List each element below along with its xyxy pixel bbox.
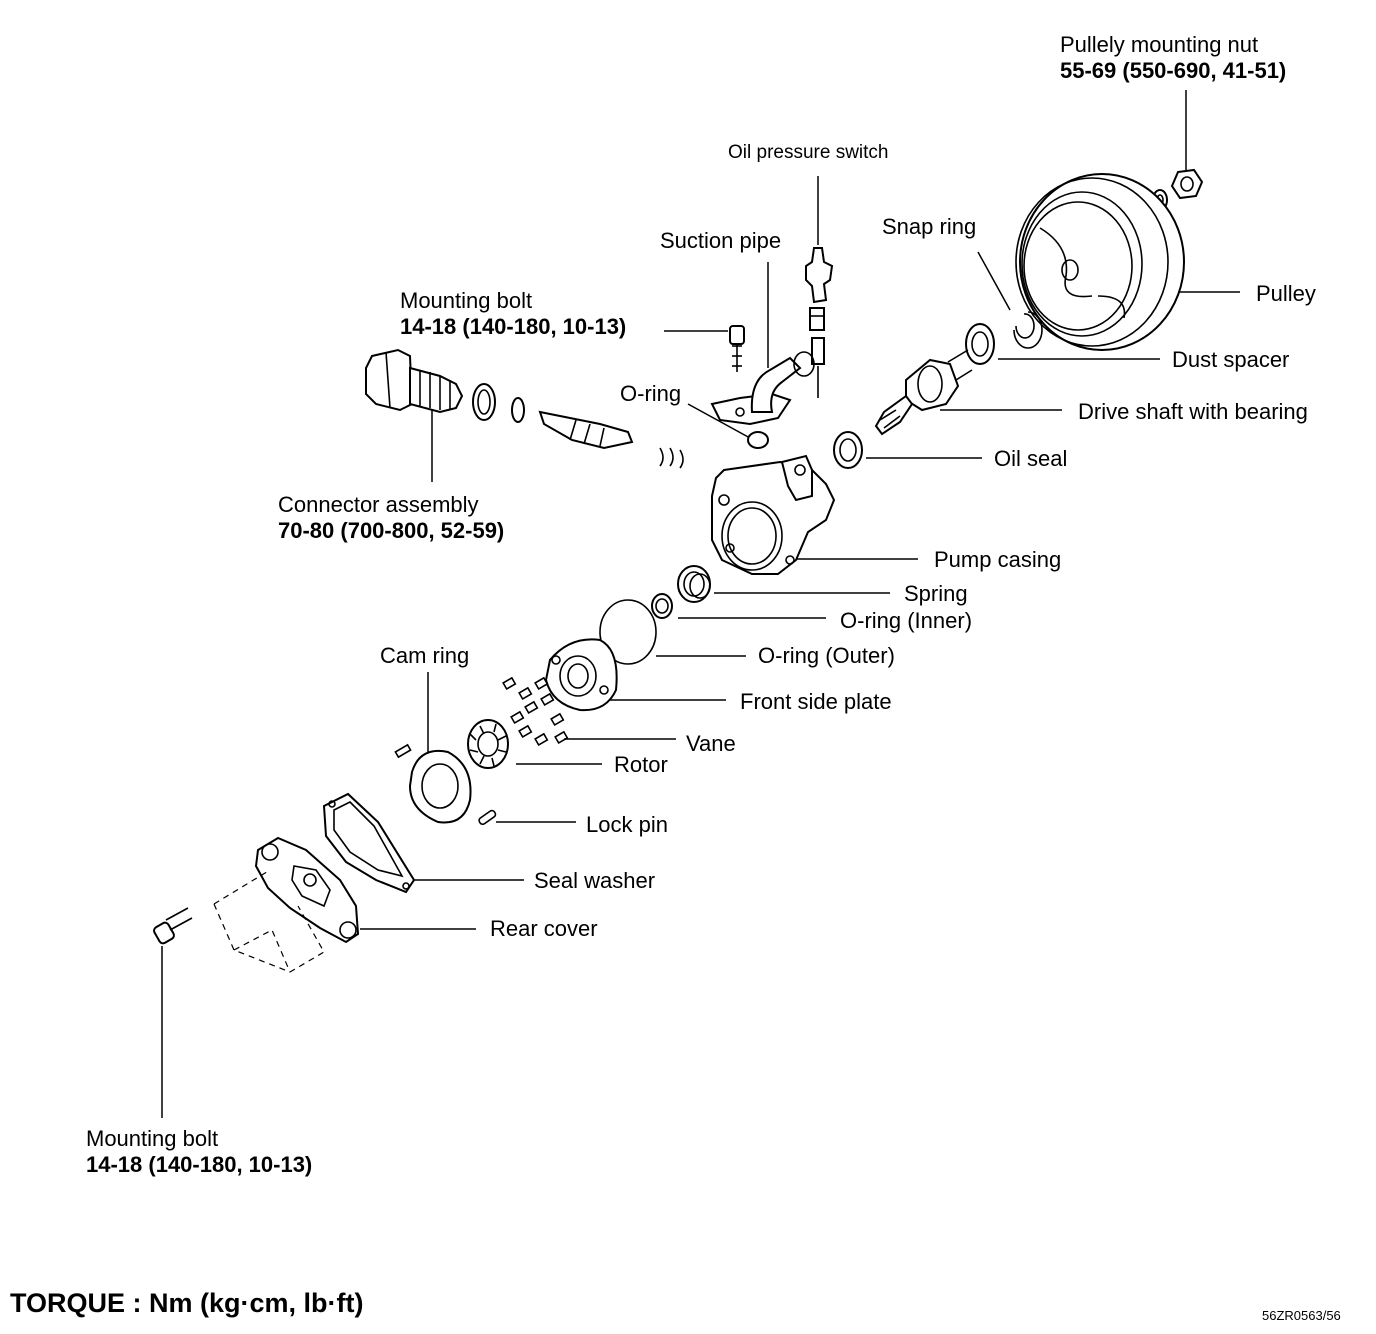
label-text: Front side plate	[740, 689, 892, 714]
o-ring-outer-part	[599, 599, 657, 665]
label-text: Cam ring	[380, 643, 470, 668]
label-front-side-plate: Front side plate	[740, 689, 892, 715]
connector-assembly-part	[365, 348, 684, 469]
dust-spacer-part	[965, 323, 995, 365]
label-text: Drive shaft with bearing	[1078, 399, 1308, 424]
o-ring-inner-part	[651, 593, 673, 619]
torque-value: 55-69 (550-690, 41-51)	[1060, 58, 1287, 83]
rotor-part	[467, 719, 509, 769]
label-text: Seal washer	[534, 868, 656, 893]
oil-seal-part	[833, 431, 863, 469]
label-drive-shaft: Drive shaft with bearing	[1078, 399, 1308, 425]
label-snap-ring: Snap ring	[882, 214, 976, 240]
label-vane: Vane	[686, 731, 736, 757]
pulley-part	[1015, 173, 1185, 351]
label-text: Pulley	[1256, 281, 1316, 306]
front-side-plate-part	[544, 638, 618, 712]
label-text: Lock pin	[586, 812, 668, 837]
o-ring-part	[747, 431, 769, 449]
oil-pressure-switch-part	[805, 247, 834, 398]
spring-part	[677, 565, 711, 603]
label-text: Pump casing	[934, 547, 1062, 572]
mounting-bolt-top-part	[729, 325, 745, 372]
label-o-ring-outer: O-ring (Outer)	[758, 643, 895, 669]
leader-lines	[161, 90, 1240, 1118]
label-text: Oil pressure switch	[728, 142, 889, 163]
label-dust-spacer: Dust spacer	[1172, 347, 1289, 373]
label-cam-ring: Cam ring	[380, 643, 469, 669]
label-pump-casing: Pump casing	[934, 547, 1061, 573]
label-o-ring: O-ring	[620, 381, 681, 407]
label-text: Rear cover	[490, 916, 598, 941]
label-text: Mounting bolt	[86, 1126, 219, 1151]
label-suction-pipe: Suction pipe	[660, 228, 781, 254]
lock-pin-part	[478, 809, 497, 826]
label-mounting-bolt-bottom: Mounting bolt 14-18 (140-180, 10-13)	[86, 1126, 312, 1178]
pump-casing-part	[711, 454, 836, 575]
label-spring: Spring	[904, 581, 968, 607]
label-text: Pullely mounting nut	[1060, 32, 1259, 57]
label-text: O-ring	[620, 381, 682, 406]
label-seal-washer: Seal washer	[534, 868, 655, 894]
label-o-ring-inner: O-ring (Inner)	[840, 608, 972, 634]
mounting-bolt-bottom-part	[153, 869, 325, 973]
figure-code: 56ZR0563/56	[1262, 1308, 1341, 1323]
drive-shaft-part	[874, 349, 973, 436]
label-oil-seal: Oil seal	[994, 446, 1067, 472]
label-rear-cover: Rear cover	[490, 916, 598, 942]
torque-value: 70-80 (700-800, 52-59)	[278, 518, 505, 543]
label-rotor: Rotor	[614, 752, 668, 778]
label-pulley-mounting-nut: Pullely mounting nut 55-69 (550-690, 41-…	[1060, 32, 1286, 84]
torque-value: 14-18 (140-180, 10-13)	[400, 314, 627, 339]
label-text: Rotor	[614, 752, 668, 777]
label-mounting-bolt-top: Mounting bolt 14-18 (140-180, 10-13)	[400, 288, 626, 340]
snap-ring-part	[1013, 311, 1043, 349]
torque-units-legend: TORQUE : Nm (kg·cm, lb·ft)	[10, 1288, 364, 1318]
label-connector-assembly: Connector assembly 70-80 (700-800, 52-59…	[278, 492, 504, 544]
label-text: Dust spacer	[1172, 347, 1290, 372]
rear-cover-part	[254, 836, 360, 944]
torque-value: 14-18 (140-180, 10-13)	[86, 1152, 313, 1177]
cam-ring-part	[394, 743, 472, 824]
label-text: Oil seal	[994, 446, 1068, 471]
label-text: Mounting bolt	[400, 288, 533, 313]
label-lock-pin: Lock pin	[586, 812, 668, 838]
suction-pipe-part	[710, 351, 815, 426]
label-text: O-ring (Inner)	[840, 608, 973, 633]
label-text: Vane	[686, 731, 736, 756]
seal-washer-part	[322, 792, 416, 894]
vane-parts	[502, 676, 569, 747]
label-text: O-ring (Outer)	[758, 643, 895, 668]
label-pulley: Pulley	[1256, 281, 1316, 307]
label-oil-pressure-switch: Oil pressure switch	[728, 140, 889, 166]
label-text: Suction pipe	[660, 228, 782, 253]
label-text: Spring	[904, 581, 968, 606]
label-text: Snap ring	[882, 214, 977, 239]
label-text: Connector assembly	[278, 492, 479, 517]
